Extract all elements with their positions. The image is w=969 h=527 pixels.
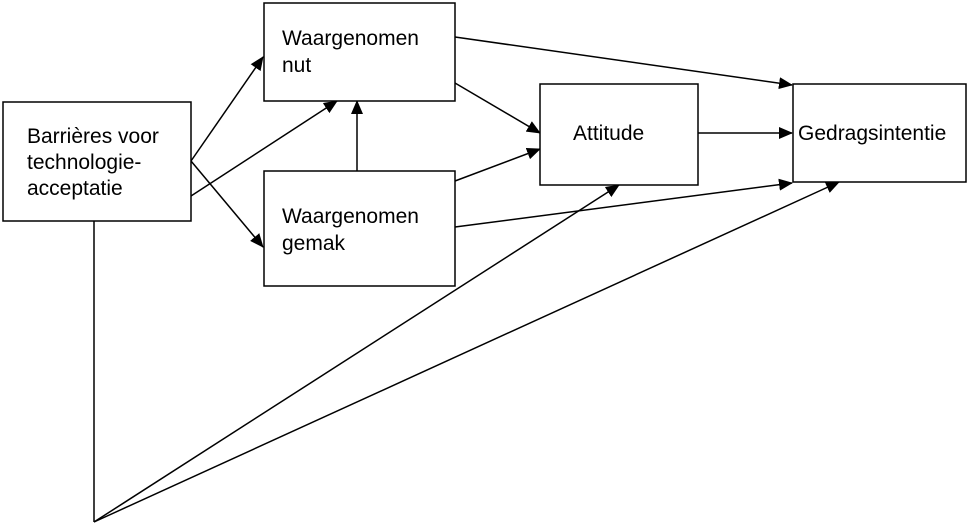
edge-barrieres-to-nut bbox=[190, 56, 264, 162]
node-nut: Waargenomen nut bbox=[263, 2, 456, 102]
node-attitude-line-1: Attitude bbox=[573, 122, 644, 145]
edge-barrieres-to-gedragsintentie bbox=[93, 181, 840, 523]
node-gemak-line-2: gemak bbox=[282, 232, 346, 255]
node-nut-line-1: Waargenomen bbox=[282, 27, 419, 50]
node-gemak-line-1: Waargenomen bbox=[282, 205, 419, 228]
edge-barrieres-to-attitude bbox=[93, 184, 620, 523]
edges bbox=[93, 36, 840, 523]
node-barrieres: Barrières voor technologie- acceptatie bbox=[2, 101, 192, 222]
edge-barrieres-to-gemak bbox=[190, 160, 264, 248]
edge-gemak-to-attitude bbox=[454, 147, 541, 182]
node-gedragsintentie: Gedragsintentie bbox=[792, 83, 967, 183]
node-gedragsintentie-line-1: Gedragsintentie bbox=[798, 122, 946, 145]
node-attitude: Attitude bbox=[539, 83, 699, 186]
edge-nut-to-gedragsintentie bbox=[454, 36, 793, 90]
edge-nut-to-attitude bbox=[454, 82, 541, 134]
edge-gemak-to-gedragsintentie bbox=[454, 178, 793, 228]
edge-barrieres-to-nut-2 bbox=[190, 100, 338, 197]
node-barrieres-line-2: technologie- bbox=[27, 151, 141, 174]
node-barrieres-line-1: Barrières voor bbox=[27, 125, 159, 148]
node-gemak: Waargenomen gemak bbox=[263, 170, 456, 287]
node-nut-line-2: nut bbox=[282, 54, 311, 77]
node-barrieres-line-3: acceptatie bbox=[27, 177, 123, 200]
